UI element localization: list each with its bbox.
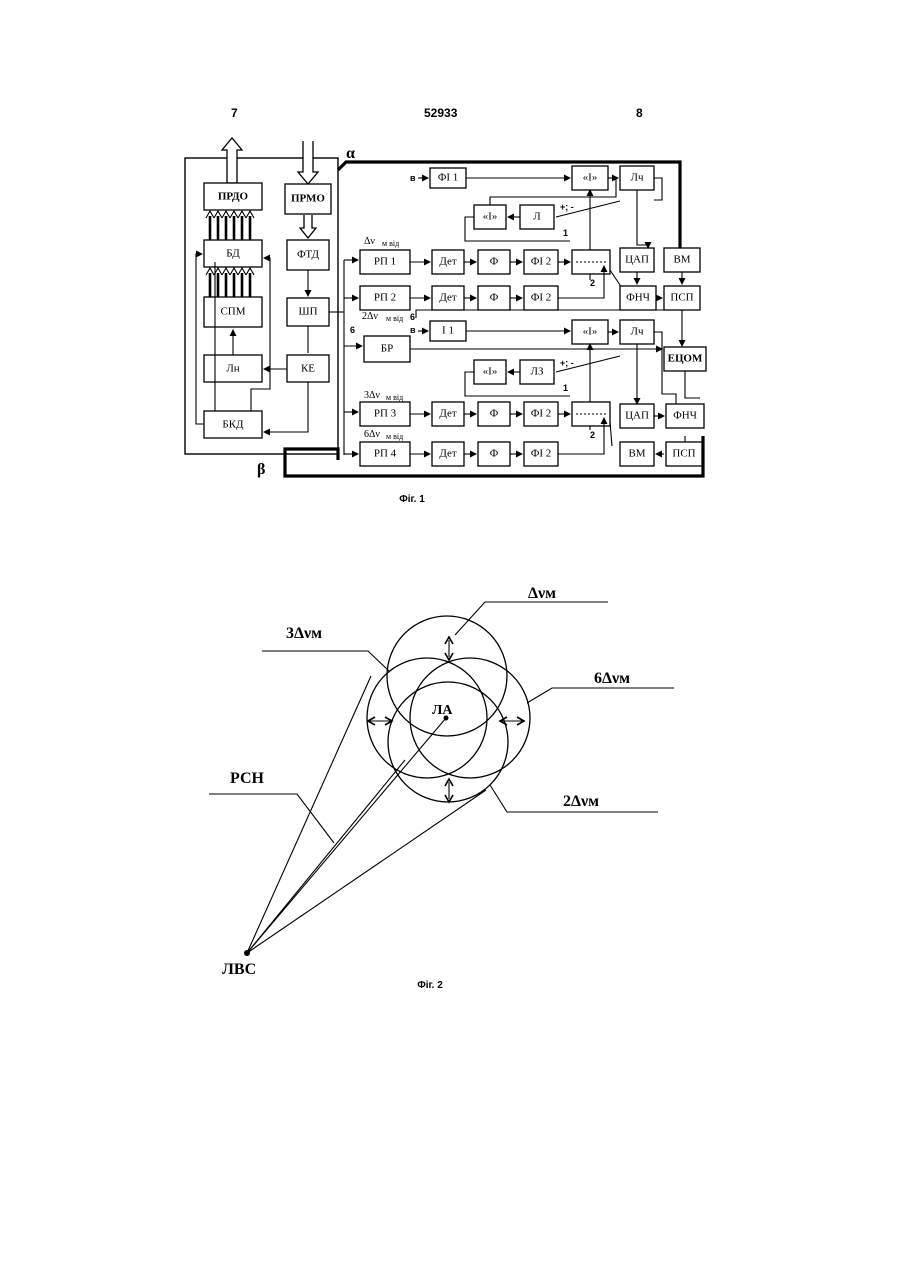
row2-label-b: м від (382, 239, 399, 248)
block-prmo-label: ПРМО (291, 193, 325, 205)
block-i1-label: І 1 (442, 325, 454, 337)
block-lch-2-label: Лч (631, 326, 644, 338)
beta-label: β (257, 461, 265, 478)
row4-input-label: в (410, 325, 416, 335)
ray-2 (247, 718, 446, 953)
block-ftd-label: ФТД (297, 249, 319, 261)
arrow-bottom (445, 779, 453, 802)
row1-one-label: 1 (563, 228, 568, 238)
row4-label-a: 2Δν (362, 311, 378, 322)
arrow-top (445, 637, 453, 660)
leader-left (262, 651, 390, 672)
block-fi2-3-label: ФІ 2 (531, 408, 552, 420)
block-rp4-label: РП 4 (374, 448, 397, 460)
block-fnch-2-label: ФНЧ (673, 410, 697, 422)
ray-1 (247, 676, 371, 953)
block-fnch-1-label: ФНЧ (626, 292, 650, 304)
row1-plus-minus: +; - (560, 202, 574, 212)
block-rp2-label: РП 2 (374, 292, 396, 304)
fig1-caption: Фіг. 1 (399, 494, 425, 505)
label-delta-left: 3Δνм (286, 625, 322, 642)
block-br-label: БР (381, 343, 393, 355)
row5-label-a: 3Δν (364, 390, 380, 401)
block-det-4-label: Дет (439, 448, 457, 460)
block-det-1-label: Дет (439, 256, 457, 268)
arrow-right (500, 717, 524, 725)
block-rp1-label: РП 1 (374, 256, 396, 268)
ray-3 (247, 760, 405, 953)
leader-top (455, 602, 608, 635)
block-f-1-label: Ф (490, 256, 499, 268)
leader-right (527, 688, 674, 703)
block-integrator-2b-label: «І» (483, 366, 498, 378)
label-delta-bottom: 2Δνм (563, 793, 599, 810)
row4-plus-minus: +; - (560, 358, 574, 368)
ray-4 (247, 790, 486, 953)
block-fi2-4-label: ФІ 2 (531, 448, 552, 460)
block-integrator-1b-label: «І» (483, 211, 498, 223)
block-lz-label: ЛЗ (531, 366, 544, 378)
block-fi1-label: ФІ 1 (438, 172, 459, 184)
circle-bottom (388, 682, 508, 802)
block-rp3-label: РП 3 (374, 408, 397, 420)
output-arrow (222, 138, 242, 183)
prmo-ftd-arrow (300, 215, 316, 238)
row1-input-label: в (410, 173, 416, 183)
spm-to-bd-arrows (206, 268, 254, 297)
block-fi2-1-label: ФІ 2 (531, 256, 552, 268)
block-spm-label: СПМ (220, 306, 245, 318)
input-arrow (298, 141, 318, 184)
row6-label-b: м від (386, 432, 403, 441)
block-integrator-1a-label: «І» (583, 172, 598, 184)
row6-label-a: 6Δν (364, 429, 380, 440)
arrow-left (368, 717, 392, 725)
block-f-3-label: Ф (490, 408, 499, 420)
row4-six-b: 6 (410, 312, 415, 322)
row5-label-b: м від (386, 393, 403, 402)
block-fi2-2-label: ФІ 2 (531, 292, 552, 304)
block-det-3-label: Дет (439, 408, 457, 420)
block-f-4-label: Ф (490, 448, 499, 460)
block-shp-label: ШП (298, 306, 317, 318)
block-l-label: Л (533, 211, 541, 223)
block-psp-2-label: ПСП (672, 448, 695, 460)
fig2-diagram: ЛА Δνм 3Δνм 6Δνм 2Δνм РСН ЛВС Фіг. 2 (209, 585, 674, 991)
block-det-2-label: Дет (439, 292, 457, 304)
label-la: ЛА (432, 703, 453, 718)
row2-label-a: Δν (364, 236, 375, 247)
label-rsn: РСН (230, 770, 265, 787)
block-vm-2-label: ВМ (628, 448, 645, 460)
block-integrator-2a-label: «І» (583, 326, 598, 338)
fig1-block-diagram: α β ПРДО ПРМО БД ФТД СПМ ШП Лн КЕ БКД (185, 138, 706, 505)
block-tsap-2-label: ЦАП (625, 410, 649, 422)
fig2-caption: Фіг. 2 (417, 980, 443, 991)
label-delta-top: Δνм (528, 585, 556, 602)
row4-one-label: 1 (563, 383, 568, 393)
row4-six-a: 6 (350, 325, 355, 335)
block-bkd-label: БКД (222, 419, 244, 431)
block-psp-1-label: ПСП (670, 292, 693, 304)
label-delta-right: 6Δνм (594, 670, 630, 687)
block-f-2-label: Ф (490, 292, 499, 304)
bd-to-prdo-arrows (206, 211, 254, 240)
block-lch-1-label: Лч (631, 172, 644, 184)
block-vm-1-label: ВМ (673, 254, 690, 266)
block-ke-label: КЕ (301, 363, 315, 375)
label-lvs: ЛВС (222, 961, 256, 978)
block-etsom-label: ЕЦОМ (668, 353, 703, 365)
row2-two-label: 2 (590, 278, 595, 288)
block-tsap-1-label: ЦАП (625, 254, 649, 266)
block-prdo-label: ПРДО (218, 191, 249, 203)
block-bd-label: БД (226, 248, 240, 260)
row4-label-b: м від (386, 314, 403, 323)
alpha-label: α (346, 145, 355, 162)
block-ln-label: Лн (226, 363, 239, 375)
row5-two-label: 2 (590, 430, 595, 440)
